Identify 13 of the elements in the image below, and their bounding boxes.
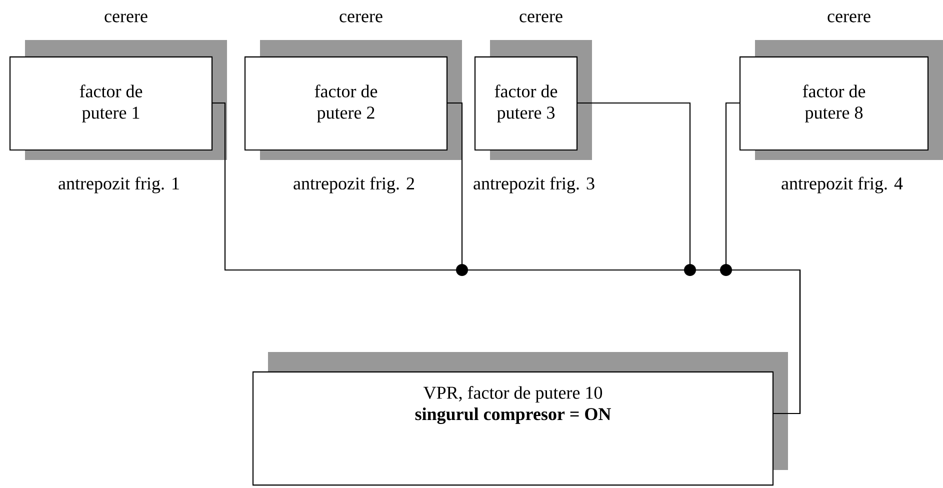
- box-heading: cerere: [520, 14, 562, 22]
- box-caption: antrepozit frig. 1: [58, 176, 179, 194]
- process-box: factor de putere 8: [739, 40, 943, 160]
- box-caption: antrepozit frig. 3: [474, 176, 594, 194]
- connector-line: [725, 102, 801, 414]
- process-box: VPR, factor de putere 10 singurul compresor = ON: [252, 352, 788, 486]
- box-heading: cerere: [340, 14, 382, 22]
- process-box: factor de putere 1: [9, 40, 227, 160]
- box-heading: cerere: [828, 14, 870, 22]
- process-box: factor de putere 2: [244, 40, 462, 160]
- box-caption: antrepozit frig. 4: [782, 176, 903, 194]
- box-heading: cerere: [104, 14, 148, 22]
- box-caption: antrepozit frig. 2: [294, 176, 414, 194]
